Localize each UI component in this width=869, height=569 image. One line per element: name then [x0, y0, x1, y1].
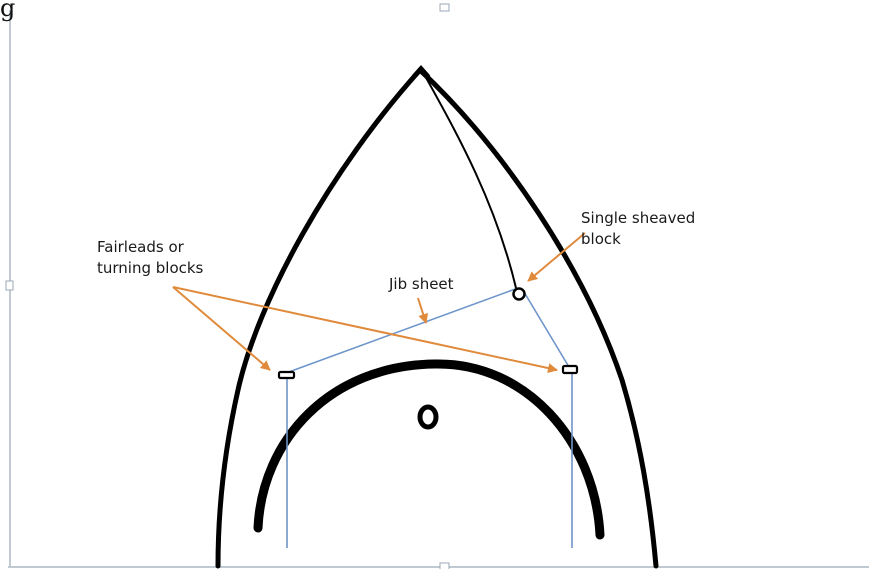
hull-outline-starboard: [417, 67, 659, 569]
resize-handle-top[interactable]: [439, 3, 450, 12]
fairleads-label-line2: turning blocks: [97, 259, 204, 277]
mast-icon: [417, 404, 439, 430]
hull-outline-port: [215, 67, 423, 569]
cropped-letter: g: [0, 0, 15, 22]
jib-sheet-lines: [285, 287, 573, 548]
bow-tip: [412, 64, 430, 78]
jib-leech-line: [423, 73, 517, 289]
callout-arrows: [172, 232, 586, 373]
jib-sheet-label-text: Jib sheet: [389, 275, 454, 293]
single-sheaved-label-line2: block: [581, 230, 621, 248]
cockpit-arc: [253, 359, 605, 540]
fairleads-label: Fairleads or turning blocks: [97, 237, 203, 279]
resize-handle-bottom[interactable]: [439, 562, 450, 569]
single-sheaved-label-line1: Single sheaved: [581, 209, 696, 227]
selection-frame[interactable]: [5, 3, 869, 569]
fairlead-starboard-icon: [561, 364, 579, 375]
fairleads-label-line1: Fairleads or: [97, 238, 184, 256]
jib-sheet-label: Jib sheet: [389, 274, 454, 295]
resize-handle-left[interactable]: [5, 280, 14, 291]
single-sheaved-block-icon: [512, 287, 526, 301]
single-sheaved-block-label: Single sheaved block: [581, 208, 695, 250]
fairlead-port-icon: [277, 370, 296, 380]
